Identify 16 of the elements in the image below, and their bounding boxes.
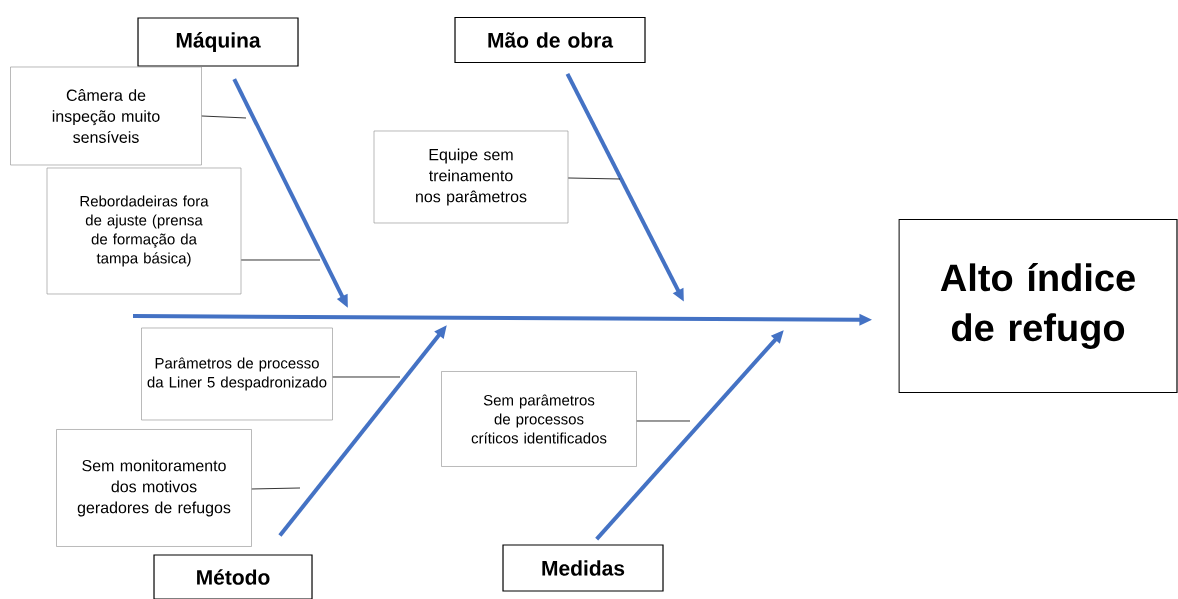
category-box: Máquina bbox=[137, 17, 299, 67]
leader-line bbox=[332, 376, 401, 378]
cause-box: Parâmetros de processo da Liner 5 despadronizado bbox=[141, 327, 333, 421]
effect-box: Alto índice de refugo bbox=[898, 218, 1178, 394]
cause-box: Equipe sem treinamento nos parâmetros bbox=[373, 130, 569, 224]
category-box: Método bbox=[153, 554, 313, 599]
leader-line bbox=[636, 420, 691, 422]
category-box: Medidas bbox=[502, 544, 664, 592]
leader-line bbox=[251, 487, 301, 490]
cause-box: Sem parâmetros de processos críticos identificados bbox=[441, 371, 637, 467]
cause-box: Sem monitoramento dos motivos geradores de refugos bbox=[56, 429, 252, 547]
cause-box: Rebordadeiras fora de ajuste (prensa de formação da tampa básica) bbox=[46, 167, 242, 295]
leader-line bbox=[201, 115, 247, 119]
category-box: Mão de obra bbox=[454, 16, 646, 64]
leader-line bbox=[567, 177, 621, 180]
leader-line bbox=[240, 259, 321, 261]
